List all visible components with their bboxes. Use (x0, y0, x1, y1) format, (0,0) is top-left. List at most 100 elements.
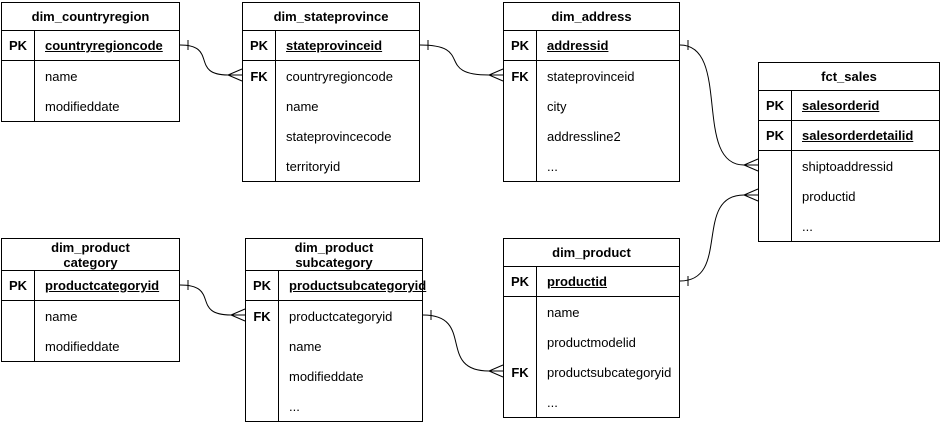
table-row-dim_stateprovince-countryregioncode: FK countryregioncode (243, 61, 419, 91)
key-label-pk: PK (759, 91, 792, 120)
table-row-fct_sales-salesorderid: PK salesorderid (759, 91, 939, 121)
key-label-pk: PK (243, 31, 276, 60)
table-title-fct_sales: fct_sales (759, 63, 939, 91)
table-row-dim_product_category-productcategoryid: PK productcategoryid (2, 271, 179, 301)
table-row-dim_product_subcategory-productsubcategoryid: PK productsubcategoryid (246, 271, 426, 301)
key-label-pk: PK (246, 271, 279, 300)
table-title-dim_product_category: dim_product category (2, 239, 179, 271)
table-title-dim_product_subcategory: dim_product subcategory (246, 239, 422, 271)
table-row-dim_product_subcategory-: ... (246, 391, 422, 421)
field-name: shiptoaddressid (802, 158, 894, 174)
key-label-empty (246, 391, 279, 421)
field-name: productcategoryid (45, 278, 160, 293)
table-row-dim_stateprovince-stateprovincecode: stateprovincecode (243, 121, 419, 151)
field-name: modifieddate (45, 338, 120, 354)
key-label-fk: FK (243, 61, 276, 91)
table-title-dim_countryregion: dim_countryregion (2, 3, 179, 31)
field-name: productid (802, 188, 856, 204)
key-label-pk: PK (759, 121, 792, 150)
table-row-dim_address-city: city (504, 91, 679, 121)
table-row-dim_stateprovince-territoryid: territoryid (243, 151, 419, 181)
field-name: stateprovinceid (547, 68, 635, 84)
table-row-dim_countryregion-name: name (2, 61, 179, 91)
field-name: name (45, 68, 78, 84)
table-row-dim_countryregion-countryregioncode: PK countryregioncode (2, 31, 179, 61)
field-name: productid (547, 274, 607, 289)
table-row-dim_stateprovince-name: name (243, 91, 419, 121)
field-name: addressline2 (547, 128, 621, 144)
field-name: stateprovinceid (286, 38, 383, 53)
table-row-fct_sales-productid: productid (759, 181, 939, 211)
key-label-empty (2, 61, 35, 91)
field-name: name (286, 98, 319, 114)
field-name: name (547, 304, 580, 320)
table-title-dim_stateprovince: dim_stateprovince (243, 3, 419, 31)
field-name: salesorderdetailid (802, 128, 914, 143)
field-name: name (289, 338, 322, 354)
key-label-empty (504, 151, 537, 181)
key-label-empty (2, 331, 35, 361)
table-row-dim_address-addressline2: addressline2 (504, 121, 679, 151)
key-label-empty (759, 181, 792, 211)
field-name: name (45, 308, 78, 324)
key-label-pk: PK (2, 271, 35, 300)
key-label-empty (246, 331, 279, 361)
field-name: ... (547, 394, 558, 410)
table-row-dim_product-productmodelid: productmodelid (504, 327, 679, 357)
key-label-pk: PK (2, 31, 35, 60)
key-label-empty (504, 297, 537, 327)
field-name: productsubcategoryid (289, 278, 427, 293)
key-label-empty (759, 151, 792, 181)
table-row-dim_address-stateprovinceid: FK stateprovinceid (504, 61, 679, 91)
table-row-dim_product-name: name (504, 297, 679, 327)
field-name: countryregioncode (286, 68, 393, 84)
table-row-fct_sales-salesorderdetailid: PK salesorderdetailid (759, 121, 939, 151)
table-row-dim_product-productid: PK productid (504, 267, 679, 297)
table-row-dim_countryregion-modifieddate: modifieddate (2, 91, 179, 121)
key-label-empty (504, 387, 537, 417)
key-label-empty (243, 91, 276, 121)
field-name: city (547, 98, 567, 114)
key-label-pk: PK (504, 267, 537, 296)
field-name: salesorderid (802, 98, 880, 113)
field-name: productmodelid (547, 334, 636, 350)
table-row-dim_product-: ... (504, 387, 679, 417)
key-label-fk: FK (504, 61, 537, 91)
key-label-empty (2, 91, 35, 121)
table-row-dim_address-: ... (504, 151, 679, 181)
key-label-empty (504, 327, 537, 357)
field-name: stateprovincecode (286, 128, 392, 144)
table-row-fct_sales-shiptoaddressid: shiptoaddressid (759, 151, 939, 181)
key-label-fk: FK (504, 357, 537, 387)
table-title-dim_product: dim_product (504, 239, 679, 267)
field-name: productsubcategoryid (547, 364, 672, 380)
field-name: productcategoryid (289, 308, 393, 324)
key-label-empty (504, 91, 537, 121)
field-name: ... (289, 398, 300, 414)
key-label-empty (2, 301, 35, 331)
key-label-empty (243, 151, 276, 181)
table-row-dim_stateprovince-stateprovinceid: PK stateprovinceid (243, 31, 419, 61)
key-label-empty (759, 211, 792, 241)
field-name: countryregioncode (45, 38, 163, 53)
field-name: modifieddate (45, 98, 120, 114)
key-label-pk: PK (504, 31, 537, 60)
table-row-dim_product_subcategory-modifieddate: modifieddate (246, 361, 422, 391)
field-name: modifieddate (289, 368, 364, 384)
table-row-dim_product_subcategory-name: name (246, 331, 422, 361)
key-label-empty (246, 361, 279, 391)
table-row-dim_product_category-modifieddate: modifieddate (2, 331, 179, 361)
key-label-empty (504, 121, 537, 151)
table-row-dim_product_category-name: name (2, 301, 179, 331)
field-name: ... (547, 158, 558, 174)
